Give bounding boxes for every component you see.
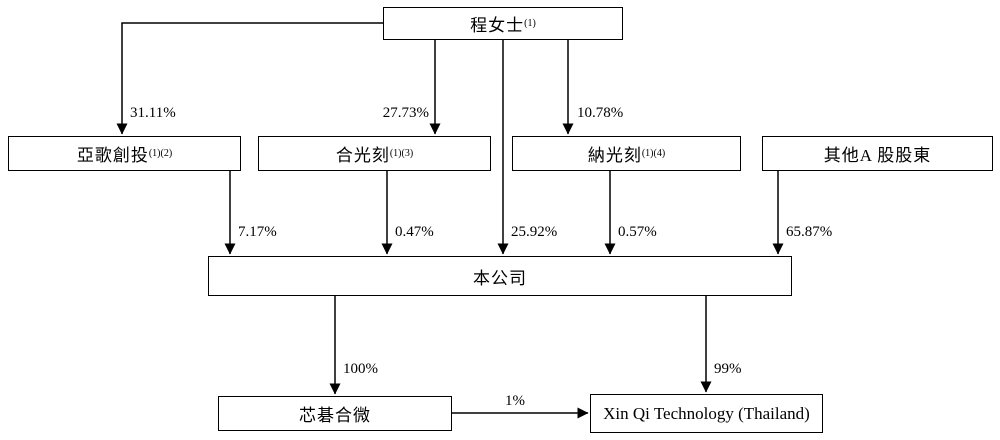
node-xinqi-hewei: 芯碁合微 — [218, 396, 452, 431]
node-yage-label: 亞歌創投 — [76, 146, 149, 165]
edge-label-cheng-to-naguangke: 10.78% — [577, 105, 624, 121]
edge-label-company-to-xinqi-hewei: 100% — [343, 361, 378, 377]
node-naguangke: 納光刻(1)(4) — [512, 136, 741, 171]
node-other-a-shareholders: 其他A 股股東 — [762, 136, 993, 171]
edge-label-company-to-xinqi-thailand: 99% — [714, 361, 742, 377]
node-other-a-label: 其他A 股股東 — [823, 146, 932, 165]
edge-label-cheng-to-company: 25.92% — [511, 224, 558, 240]
node-ms-cheng-label: 程女士 — [470, 16, 525, 35]
edge-label-other-to-company: 65.87% — [786, 224, 833, 240]
node-yage-ventures: 亞歌創投(1)(2) — [8, 136, 241, 171]
node-heguangke-label: 合光刻 — [335, 146, 390, 165]
node-xinqi-thailand-label: Xin Qi Technology (Thailand) — [603, 403, 810, 423]
edge-label-cheng-to-yage: 31.11% — [130, 105, 176, 121]
node-naguangke-label: 納光刻 — [587, 146, 642, 165]
node-ms-cheng: 程女士(1) — [383, 7, 623, 40]
edge-label-naguangke-to-company: 0.57% — [618, 224, 657, 240]
node-the-company: 本公司 — [208, 256, 792, 296]
node-company-label: 本公司 — [473, 268, 527, 288]
node-xinqi-hewei-label: 芯碁合微 — [299, 406, 371, 425]
node-xinqi-thailand: Xin Qi Technology (Thailand) — [590, 394, 823, 433]
edge-label-yage-to-company: 7.17% — [238, 224, 277, 240]
node-heguangke: 合光刻(1)(3) — [258, 136, 491, 171]
edge-label-heguangke-to-company: 0.47% — [395, 224, 434, 240]
edge-label-xinqi-hewei-to-thailand: 1% — [505, 393, 525, 409]
edge-label-cheng-to-heguangke: 27.73% — [382, 105, 429, 121]
